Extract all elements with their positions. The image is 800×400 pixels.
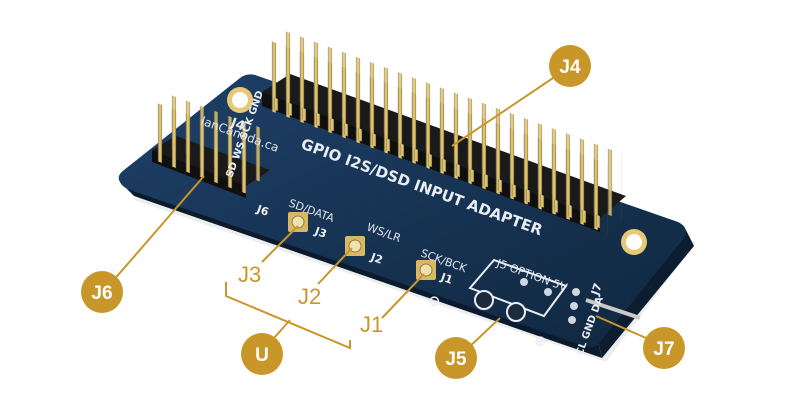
- mounting-hole: [621, 229, 647, 255]
- callout-badge-u: U: [241, 333, 283, 375]
- callout-text: J7: [653, 339, 674, 360]
- j3-silk-label: J3: [312, 224, 328, 241]
- j6-header: [152, 94, 270, 198]
- j4-header: [262, 30, 626, 234]
- ufl-connector-j1: [416, 260, 436, 280]
- callout-lines: [111, 71, 647, 351]
- callout-badge-j7: J7: [643, 327, 685, 369]
- j6-silk-label: J6: [254, 202, 271, 219]
- callout-text: J5: [445, 349, 467, 370]
- j5-terminal-block: [468, 258, 568, 322]
- minus-symbol: ⊖: [428, 292, 441, 310]
- j2-silk-label: J2: [368, 250, 384, 267]
- label-j3: J3: [238, 262, 261, 287]
- callout-badge-j5: J5: [435, 337, 477, 379]
- callout-text: J4: [559, 57, 581, 78]
- j7-silk-label: J7: [588, 282, 605, 298]
- ufl-connector-j3: [288, 212, 308, 232]
- label-j2: J2: [298, 284, 321, 309]
- callout-text: J6: [91, 283, 112, 304]
- j1-silk-label: J1: [438, 270, 454, 287]
- j7-pads: [568, 288, 641, 324]
- plus-symbol: ⊕: [534, 332, 547, 350]
- mounting-hole: [227, 87, 253, 113]
- label-j1: J1: [360, 312, 383, 337]
- callout-text: U: [255, 345, 269, 366]
- j4-silk-label: J4: [228, 115, 247, 134]
- callout-badge-j4: J4: [549, 45, 591, 87]
- callout-badge-j6: J6: [81, 271, 123, 313]
